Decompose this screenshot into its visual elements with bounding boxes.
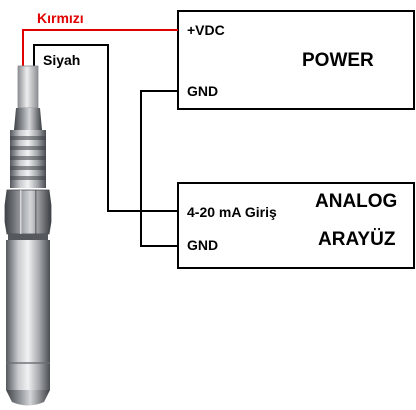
analog-gnd-label: GND <box>187 237 219 253</box>
power-gnd-label: GND <box>187 83 219 99</box>
analog-title-line2: ARAYÜZ <box>318 229 396 250</box>
analog-title-line1: ANALOG <box>315 191 398 212</box>
analog-interface-box <box>177 182 415 269</box>
gnd-link-wire <box>140 90 178 247</box>
red-wire-label: Kırmızı <box>37 10 84 26</box>
power-vdc-label: +VDC <box>187 22 225 38</box>
analog-input-label: 4-20 mA Giriş <box>187 204 277 220</box>
black-wire-label: Siyah <box>43 52 81 68</box>
power-box <box>177 10 415 110</box>
pressure-sensor-image <box>4 65 52 406</box>
black-wire <box>33 44 178 212</box>
red-wire <box>22 29 178 68</box>
power-title: POWER <box>302 50 374 71</box>
